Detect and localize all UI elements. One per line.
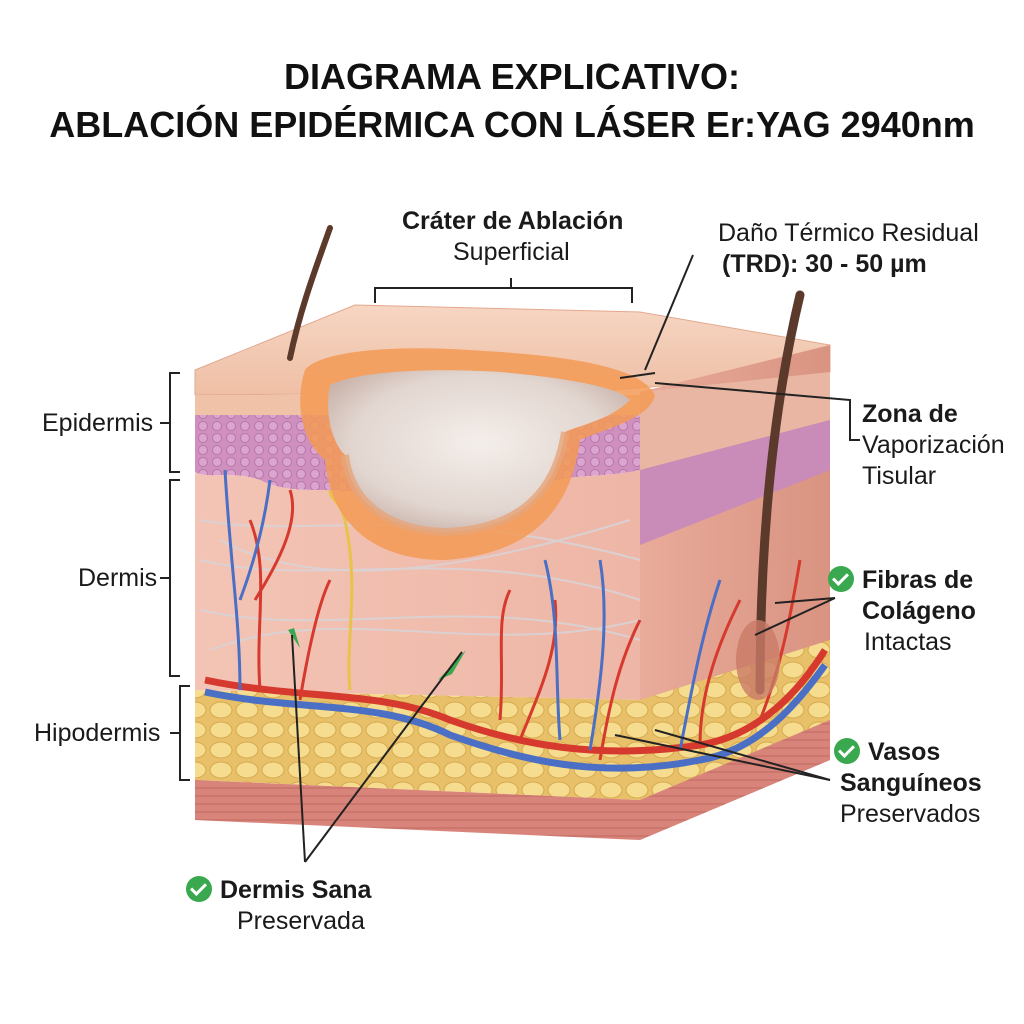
fibras-label-line1: Fibras de [828, 565, 973, 596]
crater-label-title: Cráter de Ablación [402, 207, 624, 235]
fibras-label-line3: Intactas [864, 628, 952, 656]
trd-label-line2: (TRD): 30 - 50 µm [722, 250, 927, 278]
zona-label-line1: Zona de [862, 400, 958, 428]
fibras-label-line2: Colágeno [862, 597, 976, 625]
zona-label-line2: Vaporización [862, 431, 1005, 459]
epidermis-label: Epidermis [42, 409, 154, 437]
dermis-label: Dermis [78, 564, 158, 592]
vasos-label-text: Vasos [868, 738, 941, 766]
trd-label-line1: Daño Térmico Residual [718, 219, 979, 247]
dermis-sana-label-text: Dermis Sana [220, 876, 372, 904]
zona-label-line3: Tisular [862, 462, 937, 490]
dermis-sana-label-line2: Preservada [237, 907, 365, 935]
crater-label-subtitle: Superficial [453, 238, 570, 266]
vasos-label-line2: Sanguíneos [840, 769, 982, 797]
check-icon [186, 876, 212, 902]
diagram-title-line1: DIAGRAMA EXPLICATIVO: [284, 56, 740, 97]
hipodermis-label: Hipodermis [34, 719, 161, 747]
diagram-title-line2: ABLACIÓN EPIDÉRMICA CON LÁSER Er:YAG 294… [49, 104, 975, 145]
check-icon [828, 566, 854, 592]
vasos-label-line3: Preservados [840, 800, 981, 828]
check-icon [834, 738, 860, 764]
dermis-sana-label-line1: Dermis Sana [186, 875, 371, 906]
fibras-label-text: Fibras de [862, 566, 974, 594]
vasos-label-line1: Vasos [834, 737, 940, 768]
